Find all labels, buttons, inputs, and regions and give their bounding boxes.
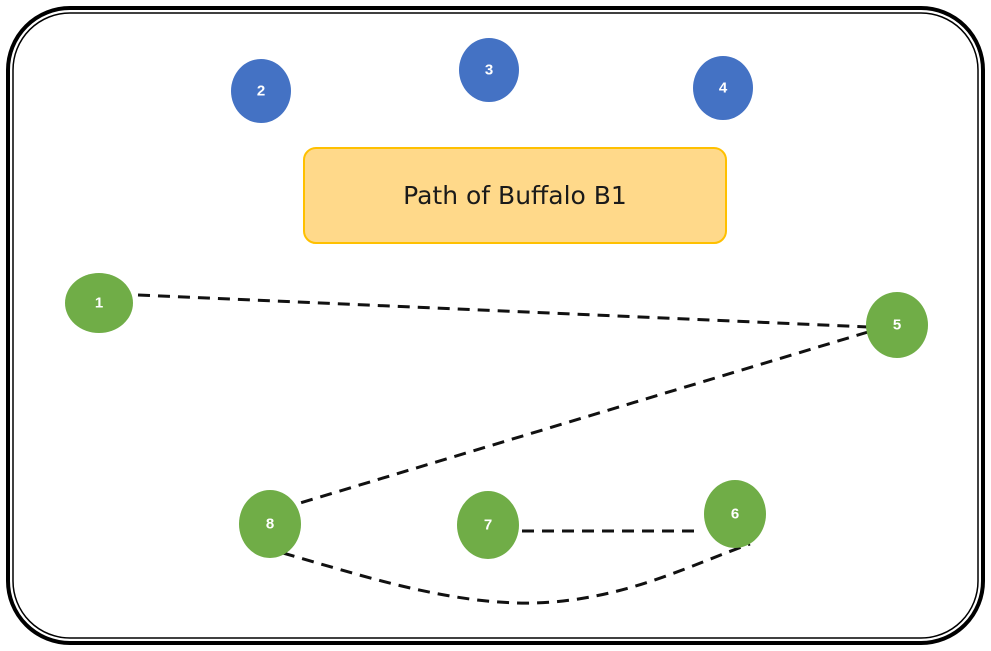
node-label: 7 [484, 517, 492, 534]
node-circle [457, 491, 519, 559]
node-1: 1 [65, 273, 133, 333]
node-label: 3 [485, 62, 493, 79]
node-circle [459, 38, 519, 102]
node-circle [65, 273, 133, 333]
title-box [303, 147, 727, 244]
node-4: 4 [693, 56, 753, 120]
node-5: 5 [866, 292, 928, 358]
node-circle [239, 490, 301, 558]
node-label: 2 [257, 83, 265, 100]
node-8: 8 [239, 490, 301, 558]
node-label: 1 [95, 295, 103, 312]
node-circle [866, 292, 928, 358]
node-7: 7 [457, 491, 519, 559]
node-6: 6 [704, 480, 766, 548]
diagram-title: Path of Buffalo B1 [403, 181, 627, 210]
node-label: 5 [893, 317, 901, 334]
node-circle [693, 56, 753, 120]
path-edge-1-5 [137, 293, 869, 329]
node-circle [704, 480, 766, 548]
node-label: 6 [731, 506, 739, 523]
diagram-frame-inner [12, 12, 979, 639]
node-label: 4 [719, 80, 728, 97]
node-circle [231, 59, 291, 123]
node-2: 2 [231, 59, 291, 123]
node-label: 8 [266, 516, 274, 533]
node-3: 3 [459, 38, 519, 102]
